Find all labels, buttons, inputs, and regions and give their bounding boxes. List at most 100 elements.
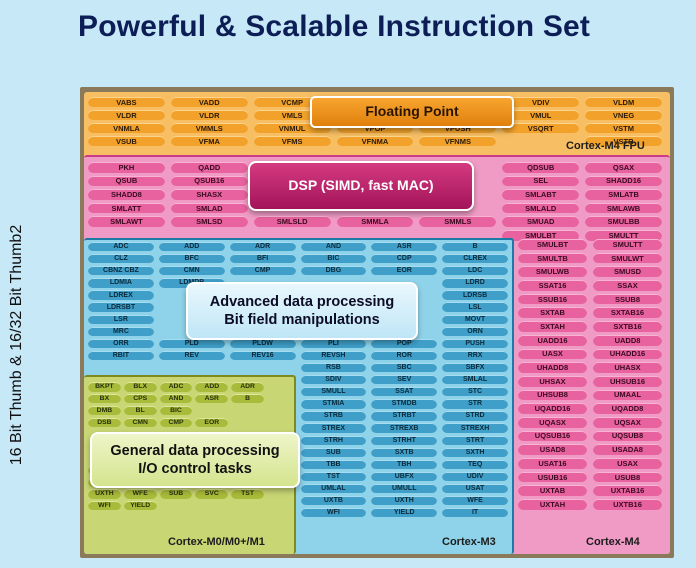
instruction-pill: STRHT — [371, 435, 438, 445]
callout-gdp-line1: General data processing — [110, 442, 280, 459]
instruction-pill: REV — [158, 350, 225, 361]
instruction-pill: BX — [88, 393, 121, 404]
instruction-pill: CMN — [123, 417, 157, 428]
callout-adp-line1: Advanced data processing — [209, 293, 395, 310]
instruction-pill: EOR — [195, 417, 229, 428]
instruction-pill: SXTB — [371, 447, 438, 457]
instruction-pill: SSAX — [593, 280, 662, 291]
instruction-pill: STMDB — [371, 399, 438, 409]
instruction-pill: SUB — [159, 489, 193, 499]
instruction-pill — [88, 363, 154, 372]
instruction-pill: PLD — [158, 338, 225, 349]
instruction-pill: USADA8 — [593, 444, 662, 455]
instruction-pill: SMULBT — [518, 239, 587, 250]
instruction-pill: STC — [442, 387, 508, 397]
instruction-pill: ADD — [195, 382, 229, 392]
instruction-pill: UHSUB8 — [518, 389, 587, 401]
instruction-pill: UHASX — [593, 362, 662, 373]
instruction-pill: AND — [159, 393, 193, 404]
instruction-pill: WFE — [442, 495, 508, 506]
callout-gdp-line2: I/O control tasks — [138, 461, 252, 477]
instruction-pill: BIC — [300, 254, 367, 264]
instruction-pill: SMLAWT — [88, 216, 165, 227]
instruction-pill: VFMS — [253, 136, 331, 146]
slide-title: Powerful & Scalable Instruction Set — [78, 10, 591, 43]
instruction-pill: SMLAWB — [585, 202, 662, 214]
instruction-pill: LSL — [442, 302, 508, 312]
instruction-pill: UQADD16 — [518, 403, 587, 414]
instruction-pill: UXTAB — [518, 485, 587, 497]
instruction-pill: SMULL — [300, 387, 367, 397]
instruction-pill: USAX — [593, 458, 662, 469]
instruction-pill: SMULTT — [585, 229, 662, 241]
instruction-pill: VFNMA — [336, 136, 414, 146]
instruction-pill: SMLALD — [502, 202, 580, 214]
instruction-pill: UHSUB16 — [593, 375, 662, 387]
instruction-pill: USAT16 — [518, 458, 587, 469]
instruction-pill: RBIT — [88, 350, 154, 361]
instruction-pill: VSTR — [585, 136, 662, 146]
side-label-container: 16 Bit Thumb & 16/32 Bit Thumb2 — [2, 150, 32, 540]
instruction-pill: VSUB — [88, 136, 165, 146]
label-cortex-m4: Cortex-M4 — [586, 536, 640, 548]
instruction-pill: SMULWB — [518, 266, 587, 278]
instruction-pill: DBG — [300, 266, 367, 276]
instruction-pill: SMUAD — [502, 216, 580, 227]
instruction-pill: SSUB8 — [593, 293, 662, 305]
instruction-pill: SXTAH — [518, 321, 587, 332]
instruction-pill: SHADD8 — [88, 189, 165, 200]
instruction-pill: VLDM — [585, 97, 662, 107]
instruction-pill: ADD — [158, 242, 225, 252]
instruction-pill: SMMLA — [336, 216, 414, 227]
instruction-pill: TBB — [300, 459, 367, 469]
instruction-pill: UHADD16 — [593, 348, 662, 360]
instruction-pill: CLZ — [88, 254, 154, 264]
instruction-pill: STRB — [300, 411, 367, 421]
instruction-pill: YIELD — [371, 508, 438, 518]
instruction-pill: USAD8 — [518, 444, 587, 455]
instruction-pill: UASX — [518, 348, 587, 360]
instruction-pill: IT — [442, 508, 508, 518]
instruction-pill: TST — [300, 471, 367, 482]
instruction-pill: VMLS — [253, 110, 331, 120]
instruction-pill: QADD — [170, 162, 248, 173]
instruction-pill: VCMP — [253, 97, 331, 107]
instruction-pill: SMLATT — [88, 202, 165, 214]
instruction-pill: STREXB — [371, 423, 438, 433]
instruction-pill: UMAAL — [593, 389, 662, 401]
instruction-pill: MOVT — [442, 314, 508, 324]
instruction-pill: UQASX — [518, 416, 587, 428]
instruction-pill: VSQRT — [502, 123, 580, 133]
instruction-pill: LSR — [88, 314, 154, 324]
instruction-pill: B — [231, 393, 264, 404]
instruction-pill: LDREX — [88, 290, 154, 300]
callout-floating-point-text: Floating Point — [365, 103, 459, 120]
instruction-pill: BL — [123, 405, 157, 416]
instruction-pill: SBC — [371, 362, 438, 373]
instruction-pill: CPS — [123, 393, 157, 404]
instruction-pill: SMULWT — [593, 252, 662, 264]
instruction-pill: PKH — [88, 162, 165, 173]
instruction-pill: BFI — [229, 254, 296, 264]
instruction-pill: BIC — [159, 405, 193, 416]
instruction-pill: VNMUL — [253, 123, 331, 133]
instruction-pill: SEL — [502, 175, 580, 187]
instruction-pill: UDIV — [442, 471, 508, 482]
instruction-pill: ORR — [88, 338, 154, 349]
instruction-pill: VFNMS — [419, 136, 497, 146]
instruction-pill: CMP — [159, 417, 193, 428]
instruction-pill: MRC — [88, 326, 154, 336]
instruction-pill: SMLATB — [585, 189, 662, 200]
instruction-pill: DSB — [88, 417, 121, 428]
callout-advanced-data-processing: Advanced data processing Bit field manip… — [186, 282, 418, 340]
instruction-pill: BLX — [123, 382, 157, 392]
instruction-pill: SHASX — [170, 189, 248, 200]
instruction-pill: SXTB16 — [593, 321, 662, 332]
instruction-pill: ROR — [371, 350, 438, 361]
instruction-pill: TEQ — [442, 459, 508, 469]
instruction-pill: STREX — [300, 423, 367, 433]
instruction-pill: UQSUB16 — [518, 430, 587, 442]
